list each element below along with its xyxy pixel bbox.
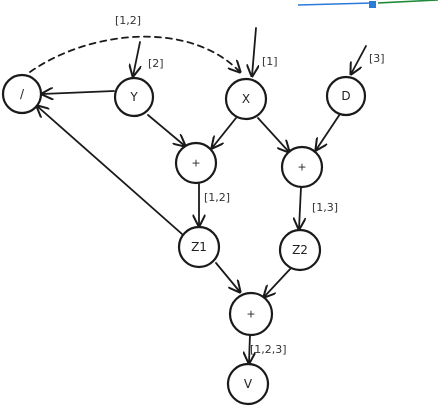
node-plus3-label: + — [246, 308, 255, 321]
edge-into-x — [252, 27, 256, 76]
corner-accent — [297, 0, 439, 8]
node-plus1-label: + — [191, 157, 200, 170]
accent-square-icon — [369, 1, 376, 8]
node-d: D — [325, 75, 367, 117]
node-div-label: / — [20, 87, 25, 101]
edge-plus3-to-v — [249, 333, 250, 363]
edge-d-to-plus2 — [316, 113, 341, 150]
node-y: Y — [113, 76, 155, 118]
edge-y-to-plus1 — [147, 114, 185, 146]
edge-into-d — [351, 45, 367, 74]
node-plus1: + — [174, 141, 218, 185]
edges — [29, 27, 367, 363]
edge-x-to-plus1 — [212, 117, 237, 148]
node-d-label: D — [341, 89, 350, 103]
node-z1: Z1 — [177, 225, 221, 269]
label-plus1-to-z1: [1,2] — [204, 191, 230, 204]
label-into-y: [2] — [148, 57, 164, 70]
node-v: V — [226, 362, 270, 406]
edge-z1-to-div — [37, 106, 183, 235]
node-plus2: + — [280, 145, 324, 189]
edge-labels: [1,2] [2] [1] [3] [1,2] [1,3] [1,2,3] — [115, 14, 385, 356]
node-plus2-label: + — [297, 161, 306, 174]
node-v-label: V — [244, 377, 253, 391]
edge-into-y — [133, 41, 140, 76]
node-x-label: X — [242, 92, 250, 106]
label-plus3-to-v: [1,2,3] — [250, 343, 287, 356]
node-z1-label: Z1 — [191, 240, 207, 254]
edge-plus2-to-z2 — [299, 186, 301, 229]
node-z2-label: Z2 — [292, 243, 308, 257]
node-x: X — [224, 77, 268, 121]
edge-x-to-plus2 — [257, 117, 289, 152]
label-plus2-to-z2: [1,3] — [312, 201, 338, 214]
label-dashed-top: [1,2] — [115, 14, 141, 27]
edge-z2-to-plus3 — [264, 266, 293, 297]
node-plus3: + — [228, 291, 274, 337]
edge-y-to-div — [42, 91, 115, 94]
edge-z1-to-plus3 — [215, 262, 240, 292]
node-z2: Z2 — [278, 228, 322, 272]
label-into-d: [3] — [369, 52, 385, 65]
edge-div-to-x — [29, 35, 240, 72]
label-into-x: [1] — [262, 55, 278, 68]
node-y-label: Y — [129, 90, 138, 104]
node-div: / — [1, 73, 43, 115]
